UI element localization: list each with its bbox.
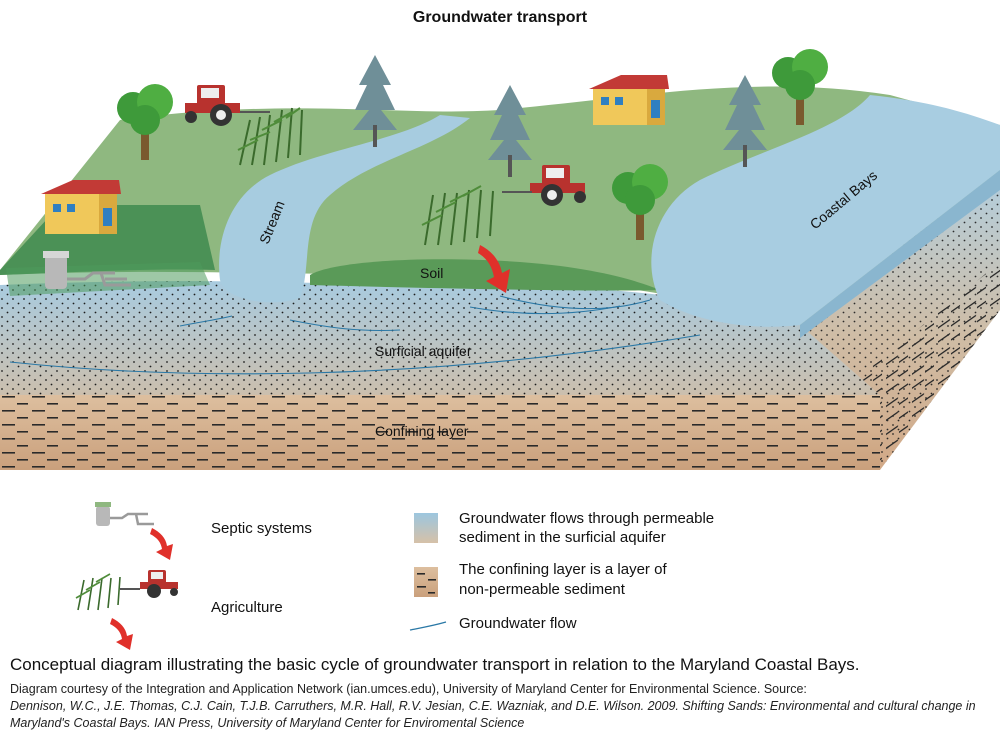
legend-septic-label: Septic systems bbox=[211, 520, 312, 537]
pine-tree-icon bbox=[723, 75, 767, 167]
house-icon bbox=[589, 75, 669, 125]
legend-aquifer-line2: sediment in the surficial aquifer bbox=[459, 529, 666, 546]
legend-red-arrow-icon bbox=[110, 618, 133, 650]
septic-tank-icon bbox=[43, 251, 131, 289]
confining-layer bbox=[0, 395, 880, 470]
caption-main: Conceptual diagram illustrating the basi… bbox=[10, 655, 860, 674]
tree-icon bbox=[612, 164, 668, 240]
pine-tree-icon bbox=[353, 55, 397, 147]
caption-citation-2: Maryland's Coastal Bays. IAN Press, Univ… bbox=[10, 716, 525, 730]
caption-citation-1: Dennison, W.C., J.E. Thomas, C.J. Cain, … bbox=[10, 699, 976, 713]
groundwater-flow-lines bbox=[9, 295, 701, 375]
legend-cornfield-icon bbox=[75, 573, 121, 611]
surficial-aquifer-layer bbox=[0, 281, 880, 395]
tree-icon bbox=[772, 49, 828, 125]
house-icon bbox=[41, 180, 121, 234]
legend-septic-icon bbox=[95, 502, 154, 526]
diagram-title: Groundwater transport bbox=[413, 9, 588, 26]
legend-flow-label: Groundwater flow bbox=[459, 615, 577, 632]
legend-aquifer-line1: Groundwater flows through permeable bbox=[459, 510, 714, 527]
legend-confining-swatch bbox=[414, 567, 438, 597]
legend-tractor-icon bbox=[120, 570, 178, 598]
tractor-icon bbox=[502, 165, 586, 206]
caption-credit: Diagram courtesy of the Integration and … bbox=[10, 682, 807, 696]
legend: Septic systems Agriculture Groundwater f… bbox=[75, 502, 714, 650]
tractor-icon bbox=[185, 85, 270, 126]
tree-icon bbox=[117, 84, 173, 160]
legend-flow-swatch bbox=[409, 621, 447, 631]
legend-aquifer-swatch bbox=[414, 513, 438, 543]
legend-agriculture-label: Agriculture bbox=[211, 599, 283, 616]
red-arrow-icon bbox=[478, 245, 510, 293]
cornfield-icon bbox=[237, 107, 494, 246]
confining-layer-label: Confining layer bbox=[375, 423, 469, 439]
coastal-bays bbox=[651, 95, 1000, 338]
pine-tree-icon bbox=[488, 85, 532, 177]
legend-confining-line1: The confining layer is a layer of bbox=[459, 561, 667, 578]
soil-label: Soil bbox=[420, 265, 443, 281]
stream bbox=[219, 115, 470, 303]
legend-confining-line2: non-permeable sediment bbox=[459, 581, 626, 598]
legend-red-arrow-icon bbox=[150, 528, 173, 560]
surficial-aquifer-label: Surficial aquifer bbox=[375, 343, 472, 359]
